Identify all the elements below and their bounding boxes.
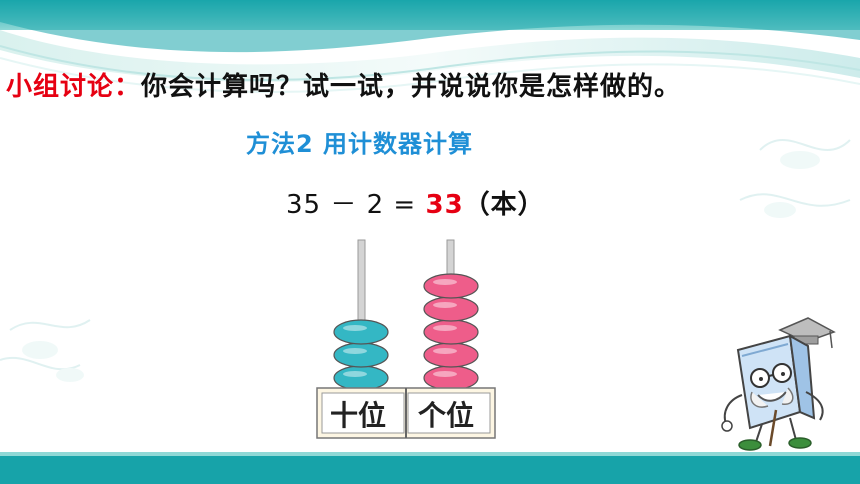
tens-bead-highlight xyxy=(343,371,367,377)
tens-bead xyxy=(333,319,389,345)
ones-bead-highlight xyxy=(433,348,457,354)
ones-beads xyxy=(423,273,479,391)
equation: 35 － 2 = 33（本） xyxy=(286,184,545,221)
prompt-label: 小组讨论： xyxy=(6,72,142,102)
tens-place-label: 十位 xyxy=(330,399,387,432)
tens-bead-highlight xyxy=(343,325,367,331)
equation-unit: （本） xyxy=(463,190,545,220)
decor-leaf-right-icon xyxy=(739,139,851,218)
ones-place-label: 个位 xyxy=(418,399,475,432)
ones-bead-highlight xyxy=(433,302,457,308)
prompt-question: 你会计算吗？试一试，并说说你是怎样做的。 xyxy=(141,72,682,102)
bottom-banner xyxy=(0,452,860,484)
abacus-base xyxy=(316,387,496,439)
tens-beads xyxy=(333,319,389,391)
equation-result: 33 xyxy=(425,190,464,220)
top-banner xyxy=(0,0,860,93)
ones-bead-highlight xyxy=(433,325,457,331)
discussion-prompt: 小组讨论：你会计算吗？试一试，并说说你是怎样做的。 xyxy=(6,66,681,103)
ones-bead xyxy=(423,273,479,299)
ones-bead-highlight xyxy=(433,279,457,285)
decor-leaf-left-icon xyxy=(0,319,91,382)
tens-bead-highlight xyxy=(343,348,367,354)
equation-expression: 35 － 2 = xyxy=(286,190,426,220)
ones-bead-highlight xyxy=(433,371,457,377)
method-title: 方法2 用计数器计算 xyxy=(246,130,474,158)
